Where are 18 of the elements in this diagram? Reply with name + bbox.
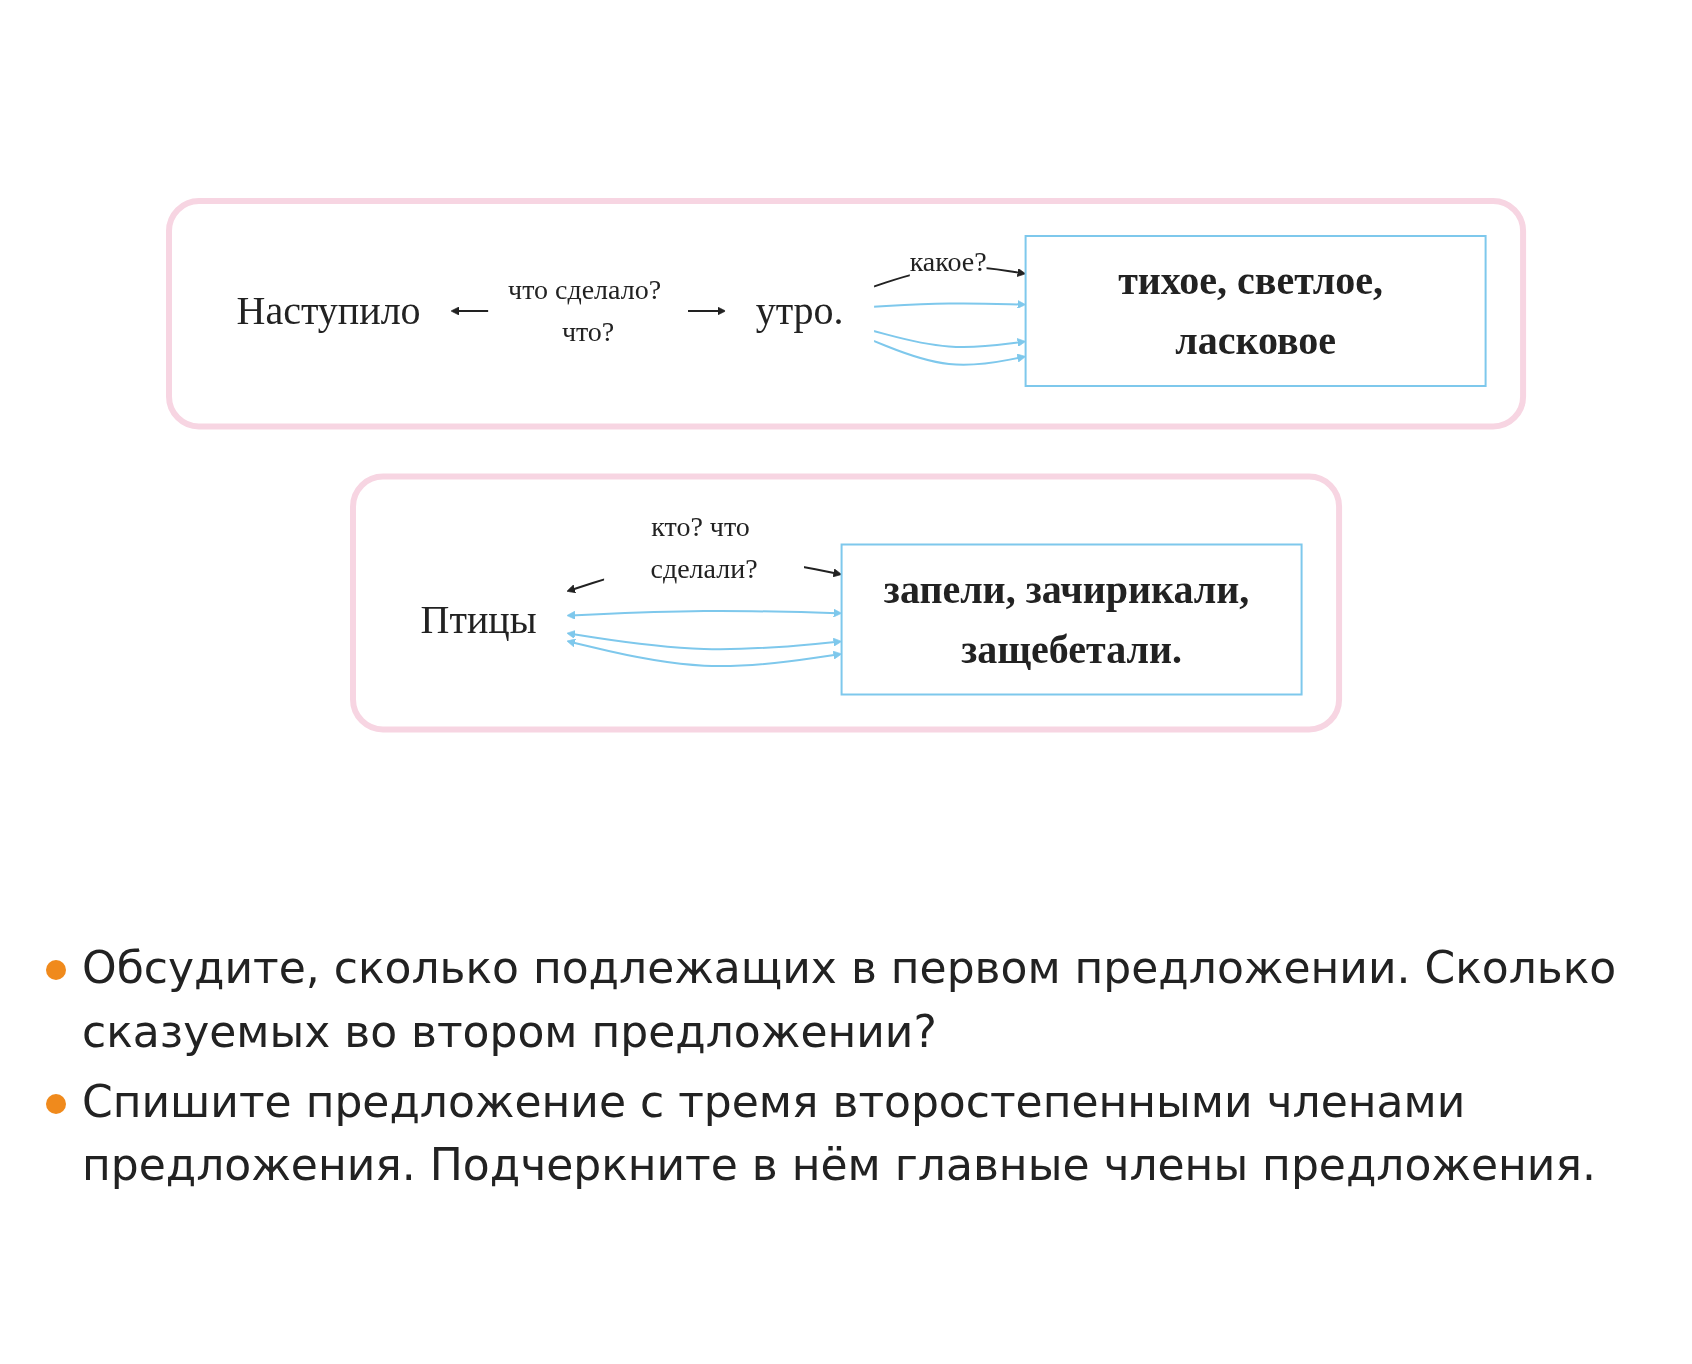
cluster (349, 473, 1343, 733)
node-text: Птицы (420, 596, 537, 642)
node-box: тихое, светлое, ласковое (1024, 234, 1487, 387)
cluster (165, 197, 1527, 430)
arrow (566, 629, 842, 650)
node-box: запели, зачирикали, защебетали. (840, 543, 1303, 696)
edge-label: кто? что сделали? (650, 510, 758, 584)
arrow (872, 329, 1026, 348)
arrow (872, 299, 1026, 309)
task-text: Спишите предложение с тремя второстепенными членами предложения. Подчеркните в нём главные члены предложения. (82, 1074, 1597, 1193)
arrow (566, 638, 842, 667)
node-text: утро. (755, 287, 844, 333)
edge-label: какое? (909, 245, 987, 277)
node-text: Наступило (236, 287, 421, 333)
edge-label: что сделало? что? (508, 273, 662, 347)
arrow (566, 608, 842, 620)
task-text: Обсудите, сколько подлежащих в первом предложении. Сколько сказуемых во втором предложении? (82, 941, 1618, 1059)
arrow (872, 339, 1026, 366)
